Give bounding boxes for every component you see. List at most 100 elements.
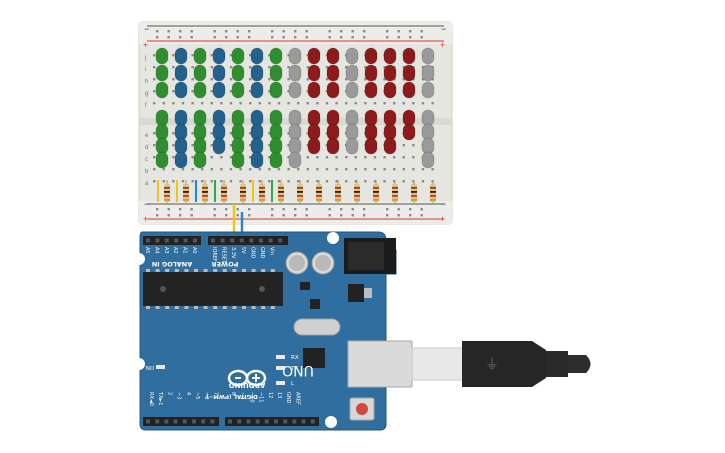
breadboard-hole (345, 156, 348, 159)
led-upper[interactable] (383, 47, 397, 65)
led-upper[interactable] (345, 64, 359, 82)
led-upper[interactable] (383, 81, 397, 99)
chip-pin (213, 269, 218, 272)
rail-hole (351, 36, 354, 39)
header-hole (182, 419, 187, 424)
led-upper[interactable] (250, 81, 264, 99)
led-upper[interactable] (212, 64, 226, 82)
led-upper[interactable] (326, 81, 340, 99)
led-upper[interactable] (193, 64, 207, 82)
led-upper[interactable] (155, 81, 169, 99)
rail-hole (294, 30, 297, 33)
led-upper[interactable] (231, 64, 245, 82)
breadboard-hole (210, 180, 213, 183)
led-upper[interactable] (288, 64, 302, 82)
analog-pin-label: A2 (172, 247, 178, 254)
led-upper[interactable] (174, 81, 188, 99)
rail-hole (420, 36, 423, 39)
led-upper[interactable] (421, 47, 435, 65)
led-upper[interactable] (307, 64, 321, 82)
breadboard-hole (191, 180, 194, 183)
led-upper[interactable] (421, 64, 435, 82)
led-upper[interactable] (345, 47, 359, 65)
led-upper[interactable] (402, 64, 416, 82)
reset-button-cap[interactable] (356, 403, 368, 415)
led-upper[interactable] (250, 64, 264, 82)
led-upper[interactable] (364, 81, 378, 99)
power-pin-label-group: 5V (240, 247, 246, 254)
header-hole (211, 238, 215, 243)
led-upper[interactable] (345, 81, 359, 99)
led-upper[interactable] (193, 47, 207, 65)
breadboard-hole (229, 90, 233, 93)
led-lower[interactable] (250, 151, 264, 169)
led-upper[interactable] (383, 64, 397, 82)
led-upper[interactable] (307, 47, 321, 65)
breadboard-hole (191, 168, 194, 171)
led-lower[interactable] (383, 137, 397, 155)
resistor-band (221, 187, 227, 189)
led-lower[interactable] (155, 151, 169, 169)
analog-header[interactable] (143, 236, 201, 245)
led-upper[interactable] (269, 47, 283, 65)
led-lower[interactable] (402, 123, 416, 141)
led-upper[interactable] (326, 47, 340, 65)
led-upper[interactable] (307, 81, 321, 99)
led-lower[interactable] (269, 151, 283, 169)
rail-hole (397, 30, 400, 33)
chip-pins (146, 269, 275, 309)
led-lower[interactable] (231, 151, 245, 169)
led-upper[interactable] (193, 81, 207, 99)
breadboard-hole (191, 132, 194, 135)
led-upper[interactable] (288, 47, 302, 65)
usb-b-socket[interactable] (347, 340, 413, 388)
resistor-band (335, 199, 341, 201)
resistor-band (278, 191, 284, 193)
led-upper[interactable] (174, 64, 188, 82)
led-upper[interactable] (231, 47, 245, 65)
led-upper[interactable] (421, 81, 435, 99)
jumper-wires[interactable] (157, 180, 273, 243)
led-lower[interactable] (288, 151, 302, 169)
uno-model-text: UNO (282, 362, 314, 378)
led-upper[interactable] (212, 81, 226, 99)
rail-hole (225, 214, 228, 217)
rail-hole (386, 208, 389, 211)
breadboard-hole (412, 168, 415, 171)
digital-pin-label: GND (285, 392, 291, 404)
chip-notch (160, 286, 166, 292)
breadboard-hole (249, 168, 252, 171)
led-upper[interactable] (364, 47, 378, 65)
led-array (155, 47, 435, 169)
breadboard-hole (393, 156, 396, 159)
led-upper[interactable] (250, 47, 264, 65)
led-upper[interactable] (231, 81, 245, 99)
led-lower[interactable] (364, 137, 378, 155)
usb-cable[interactable]: ⏚ (411, 341, 591, 387)
digital-header-low[interactable] (143, 417, 219, 426)
led-upper[interactable] (326, 64, 340, 82)
led-upper[interactable] (155, 47, 169, 65)
digital-header-high[interactable] (225, 417, 319, 426)
power-header[interactable] (208, 236, 288, 245)
led-lower[interactable] (307, 137, 321, 155)
resistor-band (278, 187, 284, 189)
led-upper[interactable] (402, 81, 416, 99)
breadboard-hole (162, 180, 165, 183)
led-upper[interactable] (269, 64, 283, 82)
led-lower[interactable] (174, 151, 188, 169)
led-lower[interactable] (421, 151, 435, 169)
digital-pin-label: ~3 (176, 392, 182, 399)
led-upper[interactable] (402, 47, 416, 65)
led-upper[interactable] (155, 64, 169, 82)
led-upper[interactable] (364, 64, 378, 82)
led-upper[interactable] (288, 81, 302, 99)
led-upper[interactable] (174, 47, 188, 65)
led-upper[interactable] (212, 47, 226, 65)
led-lower[interactable] (193, 151, 207, 169)
led-lower[interactable] (212, 137, 226, 155)
led-lower[interactable] (326, 137, 340, 155)
led-lower[interactable] (345, 137, 359, 155)
led-upper[interactable] (269, 81, 283, 99)
